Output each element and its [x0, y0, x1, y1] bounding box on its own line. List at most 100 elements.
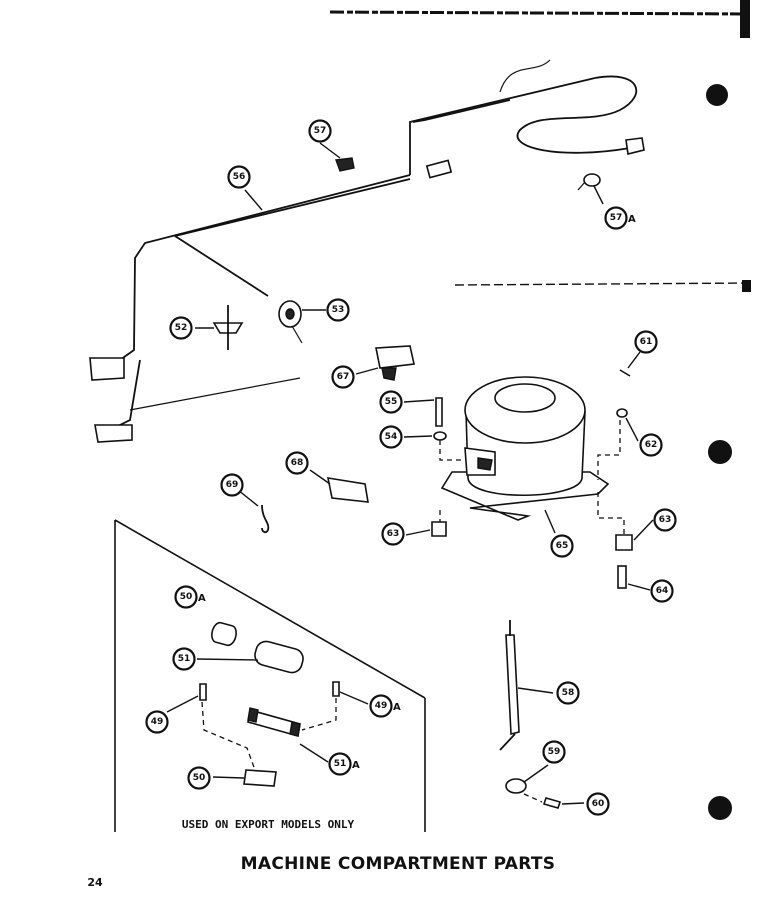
callout-63: 63: [653, 508, 677, 532]
callout-circle: [604, 206, 628, 230]
callout-number: 64: [656, 586, 669, 596]
export-note: USED ON EXPORT MODELS ONLY: [182, 818, 355, 831]
callout-circle: [381, 522, 405, 546]
callout-number: 53: [332, 305, 345, 315]
callout-circle: [187, 766, 211, 790]
clamp-part: [212, 305, 244, 350]
callout-52: 52: [169, 316, 193, 340]
callout-number: 58: [562, 688, 575, 698]
callout-57a: 57 A: [604, 206, 636, 230]
callout-number: 61: [640, 337, 653, 347]
page-title: MACHINE COMPARTMENT PARTS: [241, 854, 556, 874]
callout-63: 63: [381, 522, 405, 546]
callout-number: 57: [610, 213, 623, 223]
scan-artifacts: [329, 0, 753, 292]
page-number: 24: [87, 876, 103, 889]
relay-part: [375, 345, 415, 381]
bulb-part: [499, 620, 520, 751]
callout-circle: [586, 792, 610, 816]
callout-50a: 50 A: [174, 585, 206, 609]
callout-59: 59: [542, 740, 566, 764]
callout-number: 67: [337, 372, 350, 382]
callout-number: 69: [226, 480, 239, 490]
grommet-part: [577, 173, 601, 191]
callout-number: 60: [592, 799, 605, 809]
callout-67: 67: [331, 365, 355, 389]
callout-number: 55: [385, 397, 398, 407]
callout-number: 62: [645, 440, 658, 450]
mounting-hardware: [431, 369, 633, 589]
callout-58: 58: [556, 681, 580, 705]
callout-circle: [145, 710, 169, 734]
callout-number: 56: [233, 172, 246, 182]
callout-number: 63: [387, 529, 400, 539]
hook-part: [261, 504, 270, 534]
callout-circle: [556, 681, 580, 705]
callout-53: 53: [326, 298, 350, 322]
callout-number: 52: [175, 323, 188, 333]
callout-circle: [639, 433, 663, 457]
callout-69: 69: [220, 473, 244, 497]
callout-number: 65: [556, 541, 569, 551]
callout-62: 62: [639, 433, 663, 457]
overload-part: [326, 477, 369, 503]
callout-suffix: A: [628, 214, 636, 225]
callout-circle: [308, 119, 332, 143]
callout-circle: [220, 473, 244, 497]
callout-65: 65: [550, 534, 574, 558]
callout-suffix: A: [393, 702, 401, 713]
callout-number: 68: [291, 458, 304, 468]
callout-number: 51: [334, 759, 347, 769]
callout-suffix: A: [352, 760, 360, 771]
callout-51a: 51 A: [328, 752, 360, 776]
knob-part: [278, 300, 303, 344]
callout-number: 50: [193, 773, 206, 783]
callout-circle: [169, 316, 193, 340]
clip-part: [335, 157, 355, 172]
callout-number: 54: [385, 432, 398, 442]
callout-number: 49: [151, 717, 164, 727]
callout-number: 57: [314, 126, 327, 136]
callout-54: 54: [379, 425, 403, 449]
callout-circle: [174, 585, 198, 609]
callout-circle: [328, 752, 352, 776]
callout-circle: [653, 508, 677, 532]
callout-circle: [369, 694, 393, 718]
callout-circle: [550, 534, 574, 558]
callout-61: 61: [634, 330, 658, 354]
callout-circle: [172, 647, 196, 671]
callout-55: 55: [379, 390, 403, 414]
callout-50: 50: [187, 766, 211, 790]
export-box: [114, 519, 426, 832]
leader-lines: [166, 142, 654, 805]
callout-number: 63: [659, 515, 672, 525]
callout-64: 64: [650, 579, 674, 603]
callout-circle: [634, 330, 658, 354]
callout-49a: 49 A: [369, 694, 401, 718]
callout-circle: [379, 390, 403, 414]
callout-circle: [379, 425, 403, 449]
callout-circle: [542, 740, 566, 764]
callout-suffix: A: [198, 593, 206, 604]
bracket-screw-part: [505, 778, 562, 809]
callout-49: 49: [145, 710, 169, 734]
binder-holes: [706, 84, 732, 820]
callout-number: 51: [178, 654, 191, 664]
callout-60: 60: [586, 792, 610, 816]
callout-circle: [326, 298, 350, 322]
callout-68: 68: [285, 451, 309, 475]
callout-56: 56: [227, 165, 251, 189]
callout-circle: [650, 579, 674, 603]
callout-number: 49: [375, 701, 388, 711]
callout-number: 50: [180, 592, 193, 602]
callout-circle: [331, 365, 355, 389]
callout-circle: [285, 451, 309, 475]
wiring-harness: [89, 59, 645, 443]
callout-57: 57: [308, 119, 332, 143]
compressor: [440, 376, 610, 521]
callout-51: 51: [172, 647, 196, 671]
callout-circle: [227, 165, 251, 189]
callout-number: 59: [548, 747, 561, 757]
